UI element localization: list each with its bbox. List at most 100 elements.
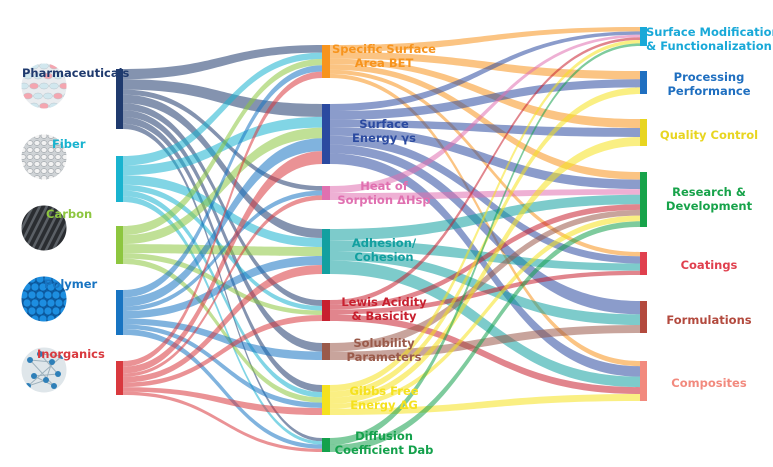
right-flow-energy-research — [330, 126, 640, 190]
source-label-carbon: Carbon — [46, 207, 92, 221]
application-label-quality-line-0: Quality Control — [659, 128, 759, 142]
application-label-formulations: Formulations — [646, 313, 772, 327]
application-label-research-line-1: Development — [665, 199, 753, 213]
property-label-heat-line-0: Heat of — [360, 179, 408, 193]
right-flow-solubility-research — [330, 209, 640, 352]
source-node-carbon — [116, 226, 123, 264]
property-node-gibbs — [322, 385, 330, 415]
right-flow-gibbs-composites — [330, 394, 640, 415]
left-flow-polymer-heat — [123, 190, 322, 311]
property-node-bet — [322, 45, 330, 78]
application-node-coatings — [640, 252, 647, 275]
property-label-bet-line-0: Specific Surface — [332, 42, 436, 56]
nodes-layer — [116, 27, 647, 452]
property-label-lewis-line-1: & Basicity — [351, 309, 417, 323]
left-flow-inorganics-bet — [123, 71, 322, 367]
left-flow-inorganics-gibbs — [123, 387, 322, 415]
left-flow-polymer-gibbs — [123, 324, 322, 408]
source-node-inorganics — [116, 361, 123, 395]
left-flow-carbon-energy — [123, 127, 322, 245]
application-label-surfmod: Surface Modification& Functionalization — [646, 25, 773, 53]
right-flow-adhesion-formulations — [330, 251, 640, 325]
application-node-quality — [640, 119, 647, 146]
left-flow-inorganics-energy — [123, 151, 322, 374]
property-label-adhesion-line-1: Cohesion — [354, 250, 414, 264]
right-flow-lewis-surfmod — [330, 37, 640, 305]
property-node-lewis — [322, 300, 330, 321]
application-label-composites-line-0: Composites — [671, 376, 747, 390]
left-flow-fiber-adhesion — [123, 175, 322, 247]
application-label-quality: Quality Control — [646, 128, 772, 142]
application-label-surfmod-line-0: Surface Modification — [646, 25, 773, 39]
property-label-gibbs-line-0: Gibbs Free — [349, 384, 419, 398]
property-label-heat-line-1: Sorption ΔHsp — [337, 193, 431, 207]
inorganic-crystals-icon — [20, 346, 68, 394]
application-label-surfmod-line-1: & Functionalization — [646, 39, 772, 53]
source-label-pharma-text: Pharmaceuticals — [22, 66, 130, 80]
application-label-research-line-0: Research & — [672, 185, 746, 199]
flows-layer — [123, 27, 640, 452]
right-flow-energy-quality — [330, 119, 640, 137]
source-node-pharma — [116, 69, 123, 129]
property-label-energy-line-0: Surface — [359, 117, 409, 131]
property-label-diffusion-line-0: Diffusion — [355, 429, 413, 443]
source-label-inorganics-text: Inorganics — [37, 347, 105, 361]
left-flow-polymer-bet — [123, 65, 322, 298]
property-label-adhesion: Adhesion/Cohesion — [331, 236, 437, 264]
right-flow-bet-quality — [330, 58, 640, 128]
right-flow-lewis-coatings — [330, 270, 640, 315]
source-label-pharma: Pharmaceuticals — [22, 66, 129, 80]
thumbnails-layer — [20, 62, 68, 394]
property-node-solubility — [322, 343, 330, 360]
application-label-research: Research &Development — [646, 185, 772, 213]
right-flow-energy-formulations — [330, 144, 640, 315]
right-flow-heat-research — [330, 189, 640, 200]
left-flow-inorganics-lewis — [123, 315, 322, 388]
source-label-fiber: Fiber — [52, 137, 86, 151]
source-label-polymer: Polymer — [44, 277, 97, 291]
property-label-lewis: Lewis Acidity& Basicity — [331, 295, 437, 323]
right-flow-energy-composites — [330, 153, 640, 377]
left-flow-pharma-adhesion — [123, 94, 322, 238]
left-flow-pharma-bet — [123, 45, 322, 80]
right-flow-bet-surfmod — [330, 27, 640, 52]
source-node-fiber — [116, 156, 123, 202]
left-flow-fiber-diffusion — [123, 196, 322, 445]
left-flow-polymer-energy — [123, 138, 322, 307]
right-flow-bet-research — [330, 64, 640, 180]
left-flow-polymer-diffusion — [123, 329, 322, 449]
right-flow-gibbs-research — [330, 215, 640, 409]
right-flow-heat-surfmod — [330, 34, 640, 193]
left-flow-inorganics-diffusion — [123, 391, 322, 452]
property-node-energy — [322, 104, 330, 164]
right-flow-energy-processing — [330, 79, 640, 120]
left-flow-pharma-heat — [123, 89, 322, 191]
left-flow-pharma-lewis — [123, 103, 322, 307]
left-flow-polymer-solubility — [123, 318, 322, 360]
source-label-fiber-text: Fiber — [52, 137, 86, 151]
left-flow-carbon-gibbs — [123, 258, 322, 403]
application-node-processing — [640, 71, 647, 94]
property-node-diffusion — [322, 438, 330, 452]
right-flow-bet-processing — [330, 51, 640, 80]
application-label-coatings-line-0: Coatings — [680, 258, 738, 272]
right-flow-gibbs-surfmod — [330, 39, 640, 392]
left-flow-inorganics-heat — [123, 195, 322, 377]
source-label-inorganics: Inorganics — [37, 347, 105, 361]
property-node-adhesion — [322, 229, 330, 274]
right-flow-adhesion-composites — [330, 260, 640, 388]
left-flow-carbon-bet — [123, 58, 322, 236]
property-node-heat — [322, 186, 330, 200]
application-label-composites: Composites — [646, 376, 772, 390]
application-label-processing-line-1: Performance — [667, 84, 751, 98]
property-label-adhesion-line-0: Adhesion/ — [351, 236, 417, 250]
right-flow-energy-coatings — [330, 135, 640, 264]
application-label-formulations-line-0: Formulations — [666, 313, 752, 327]
